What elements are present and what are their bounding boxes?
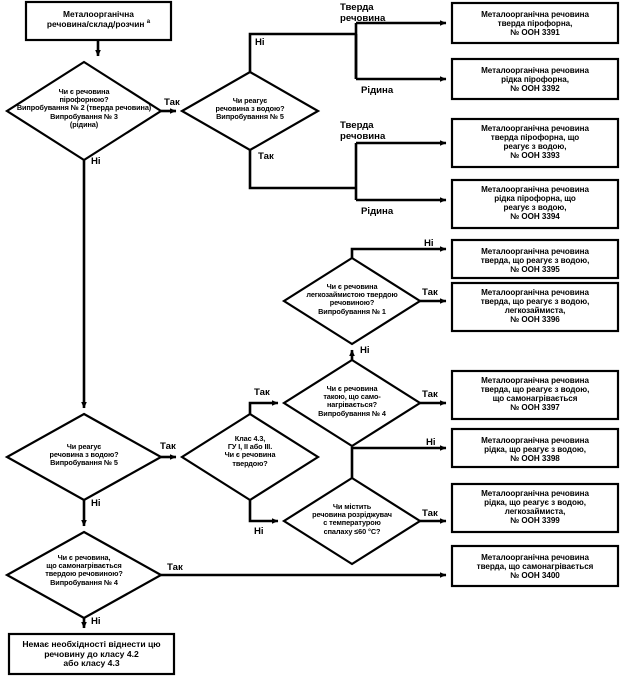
node-r3398-shape xyxy=(450,427,620,469)
node-r3400-shape xyxy=(450,544,620,588)
edge-d2-no-up xyxy=(248,32,356,72)
node-d8-shape xyxy=(4,530,164,620)
node-d5-shape xyxy=(4,412,164,502)
node-d6-shape xyxy=(179,412,321,502)
node-r3399-shape xyxy=(450,482,620,534)
node-r3396-shape xyxy=(450,281,620,333)
edge-d6-yes-to-d4 xyxy=(248,400,279,414)
node-r3392-shape xyxy=(450,57,620,101)
node-d7-shape xyxy=(281,476,423,566)
node-r3397-shape xyxy=(450,369,620,421)
edge-d6-no-to-d7 xyxy=(248,500,279,524)
node-d4-shape xyxy=(281,358,423,448)
node-r3391-shape xyxy=(450,1,620,45)
edge-d3-no-to-3395 xyxy=(350,246,447,258)
node-start-shape xyxy=(24,0,173,42)
edge-d7-no-to-3398 xyxy=(350,445,447,478)
node-r3393-shape xyxy=(450,117,620,169)
node-r3394-shape xyxy=(450,178,620,230)
node-d1-shape xyxy=(4,60,164,162)
edge-d2-yes-down xyxy=(248,150,356,190)
node-end-shape xyxy=(7,632,176,676)
node-r3395-shape xyxy=(450,238,620,280)
node-d3-shape xyxy=(281,256,423,346)
node-d2-shape xyxy=(179,70,321,152)
